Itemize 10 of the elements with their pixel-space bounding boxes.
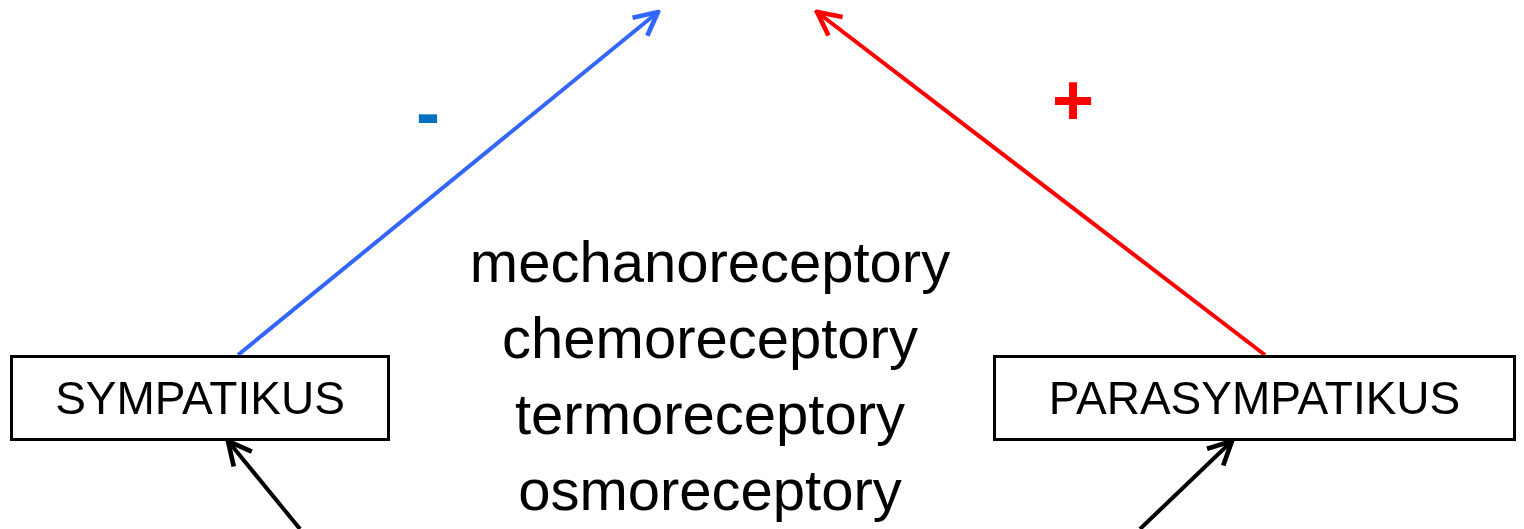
receptor-label: osmoreceptory — [518, 456, 902, 524]
receptor-label: termoreceptory — [515, 380, 905, 448]
edge-label: + — [1052, 64, 1094, 136]
process-box: SYMPATIKUS — [10, 355, 390, 441]
arrow — [814, 9, 1267, 357]
edge-label: - — [416, 76, 440, 148]
receptor-label: mechanoreceptory — [469, 228, 951, 296]
arrow — [236, 9, 661, 357]
receptor-label: chemoreceptory — [502, 304, 918, 372]
process-box: PARASYMPATIKUS — [993, 355, 1516, 441]
